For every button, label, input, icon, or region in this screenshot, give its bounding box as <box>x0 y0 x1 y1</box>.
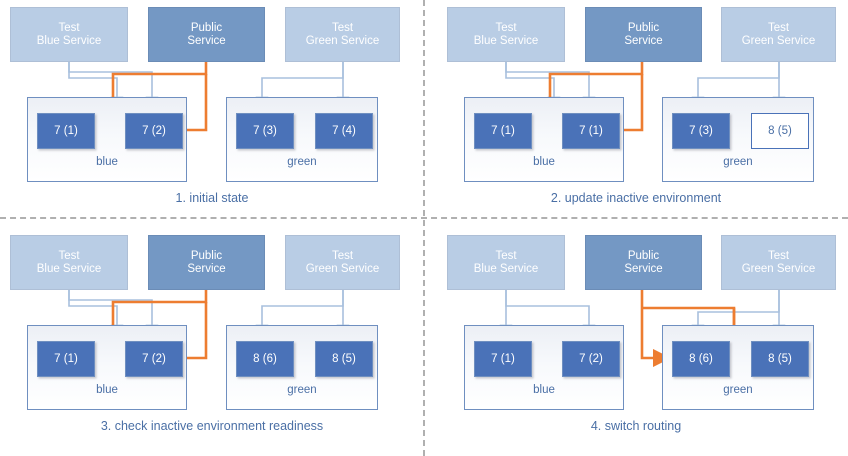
environment-green: 7 (3) 8 (5) green <box>662 97 814 182</box>
environment-blue: 7 (1) 7 (2) blue <box>27 97 187 182</box>
environment-label-green: green <box>287 156 317 168</box>
environment-label-blue: blue <box>96 156 118 168</box>
header-line-1: Test <box>767 21 790 34</box>
panel-initial-state: Test Blue Service Public Service Test Gr… <box>0 0 424 228</box>
instance-box[interactable]: 8 (6) <box>672 341 730 377</box>
environment-blue: 7 (1) 7 (2) blue <box>27 325 187 410</box>
header-line-2: Service <box>624 262 663 275</box>
header-line-1: Public <box>190 21 223 34</box>
panel-update-inactive-environment: Test Blue Service Public Service Test Gr… <box>424 0 848 228</box>
environment-label-green: green <box>723 384 753 396</box>
instance-box[interactable]: 7 (1) <box>474 341 532 377</box>
header-test-blue-service[interactable]: Test Blue Service <box>447 235 565 290</box>
header-public-service[interactable]: Public Service <box>148 235 265 290</box>
panel-check-inactive-environment-readiness: Test Blue Service Public Service Test Gr… <box>0 228 424 456</box>
instance-box[interactable]: 7 (1) <box>37 113 95 149</box>
header-line-1: Test <box>331 21 354 34</box>
header-line-2: Green Service <box>741 262 816 275</box>
instance-box[interactable]: 8 (6) <box>236 341 294 377</box>
header-line-1: Test <box>495 21 517 34</box>
header-line-1: Test <box>331 249 354 262</box>
instance-box[interactable]: 8 (5) <box>315 341 373 377</box>
environment-green: 8 (6) 8 (5) green <box>662 325 814 410</box>
environment-label-green: green <box>287 384 317 396</box>
header-line-2: Service <box>187 262 226 275</box>
instance-box[interactable]: 7 (2) <box>562 341 620 377</box>
header-test-blue-service[interactable]: Test Blue Service <box>10 7 128 62</box>
environment-green: 7 (3) 7 (4) green <box>226 97 378 182</box>
environment-label-blue: blue <box>96 384 118 396</box>
header-line-2: Blue Service <box>36 262 102 275</box>
environment-label-blue: blue <box>533 384 555 396</box>
header-line-2: Service <box>187 34 226 47</box>
header-line-2: Blue Service <box>473 34 539 47</box>
environment-green: 8 (6) 8 (5) green <box>226 325 378 410</box>
panel-caption: 1. initial state <box>175 191 249 205</box>
environment-blue: 7 (1) 7 (2) blue <box>464 325 624 410</box>
header-line-2: Blue Service <box>36 34 102 47</box>
header-line-2: Green Service <box>305 262 380 275</box>
instance-box[interactable]: 7 (4) <box>315 113 373 149</box>
header-line-1: Public <box>190 249 223 262</box>
vertical-separator <box>423 0 425 456</box>
header-line-2: Blue Service <box>473 262 539 275</box>
instance-box[interactable]: 7 (1) <box>37 341 95 377</box>
header-line-2: Green Service <box>741 34 816 47</box>
instance-box[interactable]: 7 (1) <box>562 113 620 149</box>
header-line-1: Test <box>58 249 80 262</box>
instance-box[interactable]: 7 (3) <box>672 113 730 149</box>
instance-box[interactable]: 8 (5) <box>751 113 809 149</box>
header-test-green-service[interactable]: Test Green Service <box>721 7 836 62</box>
instance-box[interactable]: 7 (2) <box>125 341 183 377</box>
header-line-1: Test <box>767 249 790 262</box>
header-public-service[interactable]: Public Service <box>585 235 702 290</box>
header-line-1: Public <box>627 21 660 34</box>
instance-box[interactable]: 7 (3) <box>236 113 294 149</box>
header-test-blue-service[interactable]: Test Blue Service <box>447 7 565 62</box>
instance-box[interactable]: 8 (5) <box>751 341 809 377</box>
horizontal-separator <box>0 217 848 219</box>
panel-caption: 3. check inactive environment readiness <box>100 419 324 433</box>
header-line-2: Green Service <box>305 34 380 47</box>
header-public-service[interactable]: Public Service <box>148 7 265 62</box>
panel-4-connectors <box>499 290 786 456</box>
panel-caption: 2. update inactive environment <box>550 191 722 205</box>
environment-blue: 7 (1) 7 (1) blue <box>464 97 624 182</box>
panel-switch-routing: Test Blue Service Public Service Test Gr… <box>424 228 848 456</box>
panel-caption: 4. switch routing <box>590 419 682 433</box>
header-public-service[interactable]: Public Service <box>585 7 702 62</box>
instance-box[interactable]: 7 (2) <box>125 113 183 149</box>
header-test-green-service[interactable]: Test Green Service <box>285 235 400 290</box>
header-line-1: Test <box>58 21 80 34</box>
environment-label-blue: blue <box>533 156 555 168</box>
header-line-1: Public <box>627 249 660 262</box>
environment-label-green: green <box>723 156 753 168</box>
header-test-green-service[interactable]: Test Green Service <box>721 235 836 290</box>
instance-box[interactable]: 7 (1) <box>474 113 532 149</box>
header-test-blue-service[interactable]: Test Blue Service <box>10 235 128 290</box>
header-line-2: Service <box>624 34 663 47</box>
header-line-1: Test <box>495 249 517 262</box>
header-test-green-service[interactable]: Test Green Service <box>285 7 400 62</box>
